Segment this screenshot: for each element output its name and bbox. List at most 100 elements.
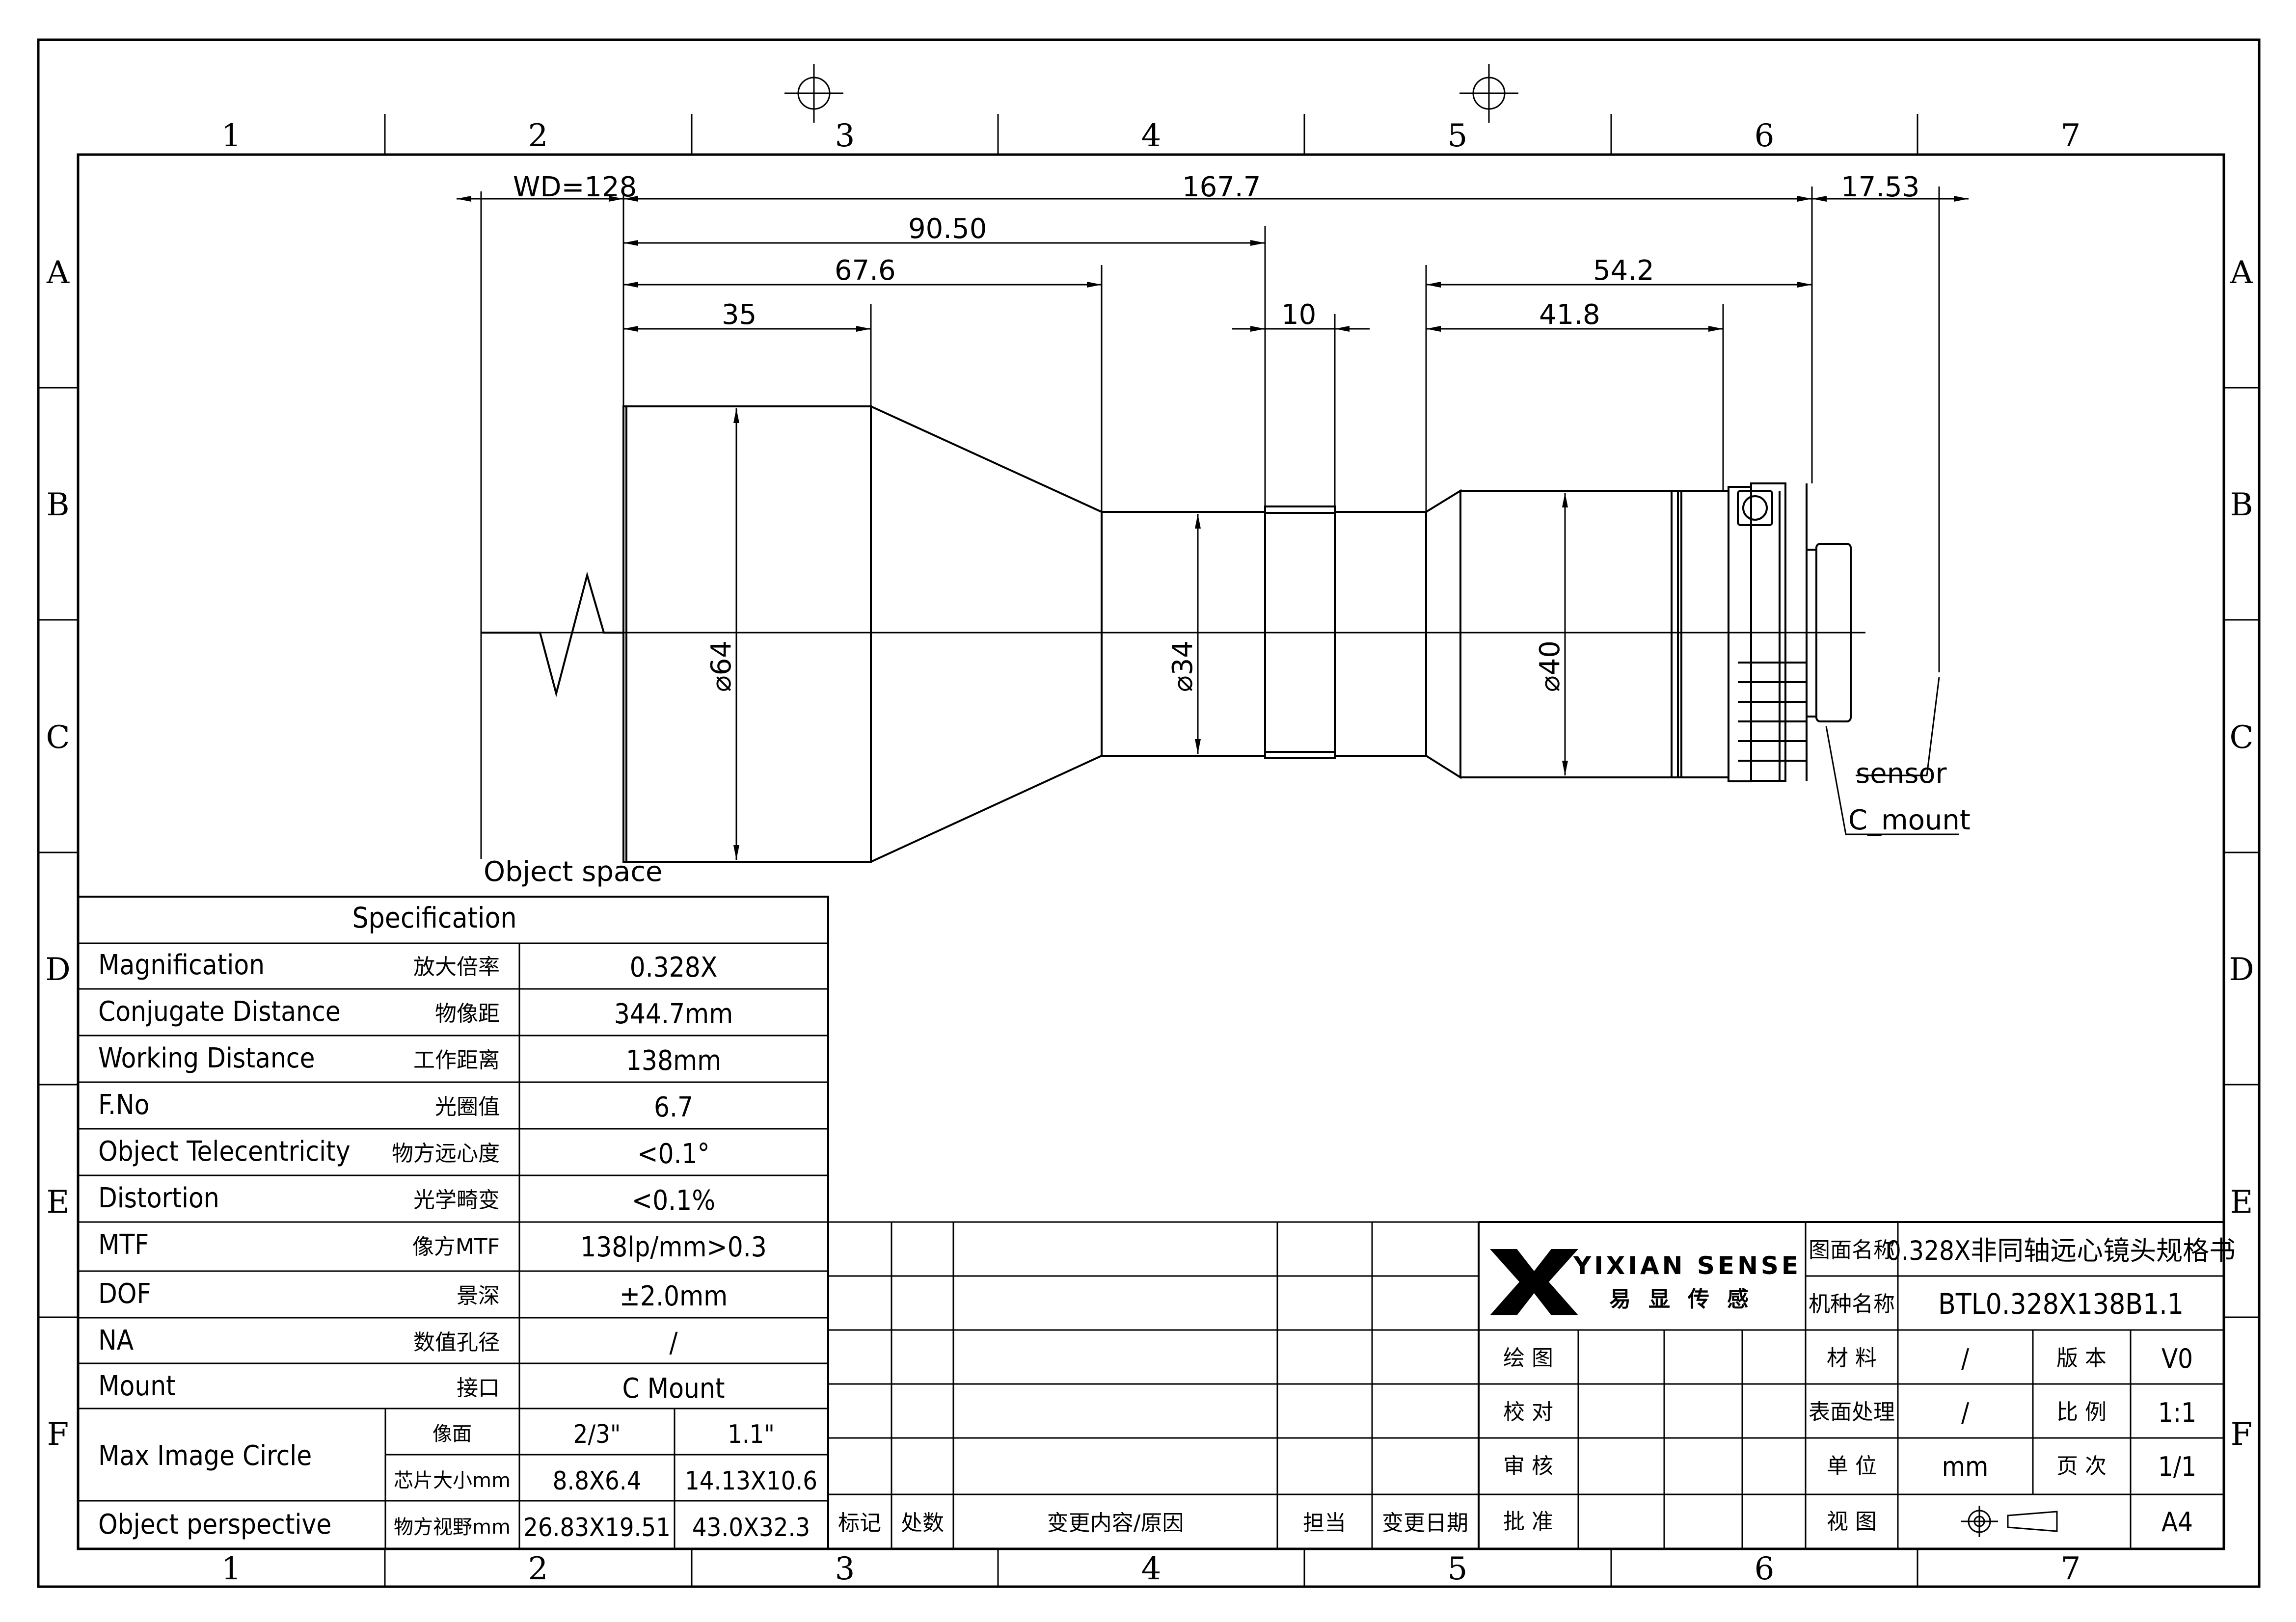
col-label-top: 3 <box>835 118 855 154</box>
rev-header: 变更内容/原因 <box>1047 1511 1184 1536</box>
tb-value-page: 1/1 <box>2158 1451 2196 1482</box>
dim-90-50: 90.50 <box>908 213 987 245</box>
spec-value: 2/3" <box>573 1420 621 1449</box>
tb-value-sheet: A4 <box>2161 1507 2193 1538</box>
col-label-bottom: 7 <box>2061 1551 2081 1587</box>
tb-label: 表面处理 <box>1809 1400 1895 1425</box>
spec-value: 8.8X6.4 <box>553 1466 642 1496</box>
col-label-bottom: 5 <box>1448 1551 1468 1587</box>
title-block-text: 图面名称 机种名称 材 料 表面处理 单 位 视 图 版 本 比 例 页 次 绘… <box>1503 1235 2236 1538</box>
logo-cn-char: 传 <box>1687 1287 1709 1312</box>
col-label-bottom: 4 <box>1141 1551 1162 1587</box>
spec-value: 1.1" <box>728 1420 775 1449</box>
logo-cn-char: 显 <box>1648 1287 1670 1312</box>
spec-label: MTF <box>98 1229 149 1261</box>
col-label-bottom: 1 <box>221 1551 242 1587</box>
tb-label: 页 次 <box>2056 1454 2107 1479</box>
tb-label: 图面名称 <box>1809 1238 1895 1263</box>
spec-value: ±2.0mm <box>620 1280 728 1312</box>
approval-label: 批 准 <box>1503 1509 1553 1534</box>
rev-header: 标记 <box>838 1511 881 1536</box>
spec-label: Object perspective <box>98 1509 331 1541</box>
spec-label-cn: 工作距离 <box>413 1048 500 1073</box>
col-label-top: 4 <box>1141 118 1162 154</box>
spec-sub-label: 像面 <box>432 1423 472 1445</box>
title-block <box>1479 1221 2224 1549</box>
label-object-space: Object space <box>484 856 662 888</box>
dimension-lines <box>457 186 1969 860</box>
col-label-top: 1 <box>221 118 242 154</box>
row-label-left: B <box>46 487 69 523</box>
spec-sub-label: 物方视野mm <box>394 1516 511 1539</box>
dim-dia-40: ⌀40 <box>1534 640 1566 692</box>
spec-label-cn: 光学畸变 <box>413 1188 500 1213</box>
tb-value-surface: / <box>1961 1397 1970 1428</box>
row-label-left: D <box>45 952 70 988</box>
row-label-right: D <box>2229 952 2254 988</box>
dim-dia-34: ⌀34 <box>1167 640 1199 692</box>
row-label-right: F <box>2231 1416 2252 1453</box>
dim-54-2: 54.2 <box>1593 255 1654 287</box>
spec-label: NA <box>98 1325 134 1356</box>
row-label-left: F <box>47 1416 69 1453</box>
lens-outline <box>622 405 1852 863</box>
approval-label: 审 核 <box>1503 1454 1553 1479</box>
col-label-top: 5 <box>1448 118 1468 154</box>
spec-label: DOF <box>98 1278 151 1310</box>
spec-sub-label: 芯片大小mm <box>394 1469 511 1492</box>
spec-value: 14.13X10.6 <box>685 1466 817 1496</box>
rev-header: 担当 <box>1303 1511 1346 1536</box>
spec-value: <0.1° <box>637 1138 710 1170</box>
tb-value-material: / <box>1961 1343 1970 1374</box>
rev-header: 变更日期 <box>1382 1511 1468 1536</box>
dim-41-8: 41.8 <box>1539 299 1600 331</box>
spec-label-cn: 放大倍率 <box>413 955 500 980</box>
label-c-mount: C_mount <box>1848 804 1971 836</box>
spec-value: 26.83X19.51 <box>523 1513 671 1542</box>
row-label-right: B <box>2230 487 2253 523</box>
x-logo-icon <box>1490 1249 1578 1315</box>
tb-value-version: V0 <box>2161 1343 2193 1374</box>
spec-value: <0.1% <box>632 1185 715 1217</box>
revision-headers: 标记 处数 变更内容/原因 担当 变更日期 <box>838 1511 1468 1536</box>
dim-dia-64: ⌀64 <box>705 640 737 692</box>
spec-value: / <box>670 1327 678 1359</box>
spec-value: 344.7mm <box>614 998 733 1030</box>
dim-67-6: 67.6 <box>835 255 896 287</box>
tb-label: 视 图 <box>1827 1509 1877 1534</box>
frame-labels: 1 2 3 4 5 6 7 1 2 3 4 5 6 7 A B C D E F … <box>45 118 2254 1587</box>
col-label-top: 2 <box>528 118 548 154</box>
dim-total: 167.7 <box>1182 171 1261 203</box>
spec-value: 138lp/mm>0.3 <box>580 1231 767 1263</box>
spec-label: Conjugate Distance <box>98 996 341 1028</box>
dim-10: 10 <box>1281 299 1316 331</box>
row-label-right: C <box>2230 719 2254 756</box>
logo-name: YIXIAN SENSE <box>1573 1251 1801 1280</box>
tb-label: 比 例 <box>2056 1400 2107 1425</box>
row-label-right: A <box>2230 255 2253 291</box>
spec-label: Magnification <box>98 949 265 981</box>
tb-value-scale: 1:1 <box>2158 1397 2196 1428</box>
col-label-bottom: 3 <box>835 1551 855 1587</box>
spec-value: 138mm <box>626 1045 721 1077</box>
spec-value: 6.7 <box>654 1091 693 1123</box>
spec-label: F.No <box>98 1089 149 1121</box>
dim-wd: WD=128 <box>513 171 637 203</box>
spec-title: Specification <box>352 901 516 934</box>
tb-label: 单 位 <box>1827 1454 1877 1479</box>
drawing-frame <box>37 38 2261 1588</box>
spec-label-cn: 接口 <box>457 1376 500 1401</box>
logo-cn-char: 易 <box>1609 1287 1631 1312</box>
spec-label: Working Distance <box>98 1042 315 1074</box>
revision-table <box>828 1221 1480 1549</box>
spec-label: Distortion <box>98 1182 219 1214</box>
col-label-bottom: 6 <box>1755 1551 1775 1587</box>
spec-label-cn: 景深 <box>457 1283 500 1308</box>
spec-label: Mount <box>98 1370 176 1402</box>
row-label-left: E <box>47 1184 70 1221</box>
col-label-bottom: 2 <box>528 1551 548 1587</box>
model-name: BTL0.328X138B1.1 <box>1938 1287 2184 1321</box>
dimension-texts: WD=128 167.7 17.53 90.50 67.6 35 10 54.2… <box>484 171 1971 888</box>
spec-label-cn: 数值孔径 <box>413 1330 500 1355</box>
drawing-name: 0.328X非同轴远心镜头规格书 <box>1886 1235 2236 1266</box>
